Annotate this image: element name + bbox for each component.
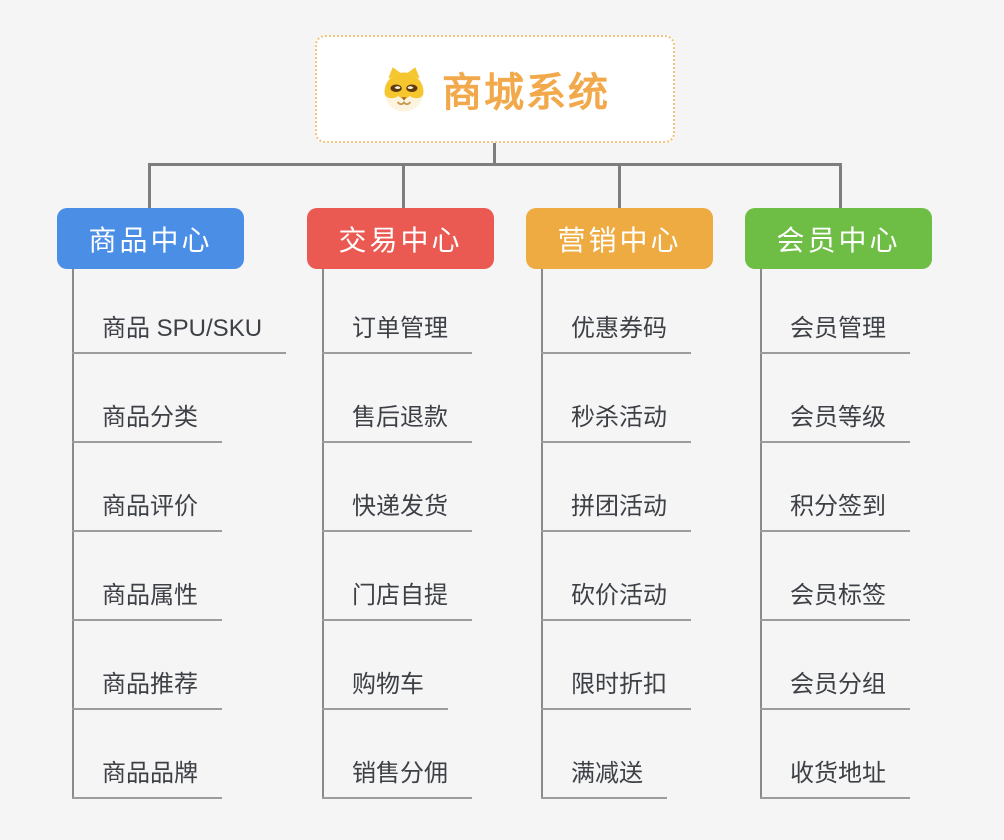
leaf-column-product: 商品 SPU/SKU 商品分类 商品评价 商品属性 商品推荐 商品品牌: [72, 265, 287, 799]
leaf-label: 购物车: [322, 664, 448, 710]
leaf-item[interactable]: 会员管理: [760, 265, 910, 354]
connector-drop-product: [148, 163, 151, 209]
leaf-item[interactable]: 商品推荐: [72, 621, 286, 710]
leaf-item[interactable]: 优惠券码: [541, 265, 691, 354]
leaf-label: 商品分类: [72, 397, 222, 443]
leaf-label: 商品品牌: [72, 753, 222, 799]
leaf-item[interactable]: 秒杀活动: [541, 354, 691, 443]
leaf-item[interactable]: 订单管理: [322, 265, 472, 354]
branch-node-member-center[interactable]: 会员中心: [745, 208, 932, 269]
branch-node-product-center[interactable]: 商品中心: [57, 208, 244, 269]
leaf-item[interactable]: 商品分类: [72, 354, 286, 443]
leaf-label: 会员标签: [760, 575, 910, 621]
root-node-title: 商城系统: [442, 71, 610, 115]
leaf-column-marketing: 优惠券码 秒杀活动 拼团活动 砍价活动 限时折扣 满减送: [541, 265, 691, 799]
leaf-item[interactable]: 购物车: [322, 621, 472, 710]
connector-trunk-product: [72, 269, 74, 799]
leaf-label: 快递发货: [322, 486, 472, 532]
leaf-item[interactable]: 商品评价: [72, 443, 286, 532]
leaf-label: 限时折扣: [541, 664, 691, 710]
leaf-item[interactable]: 快递发货: [322, 443, 472, 532]
leaf-label: 拼团活动: [541, 486, 691, 532]
connector-trunk-trade: [322, 269, 324, 799]
leaf-item[interactable]: 商品 SPU/SKU: [72, 265, 287, 354]
leaf-item[interactable]: 收货地址: [760, 710, 910, 799]
leaf-label: 会员分组: [760, 664, 910, 710]
leaf-label: 商品属性: [72, 575, 222, 621]
leaf-item[interactable]: 拼团活动: [541, 443, 691, 532]
leaf-item[interactable]: 售后退款: [322, 354, 472, 443]
leaf-item[interactable]: 门店自提: [322, 532, 472, 621]
leaf-label: 秒杀活动: [541, 397, 691, 443]
leaf-item[interactable]: 销售分佣: [322, 710, 472, 799]
leaf-item[interactable]: 满减送: [541, 710, 691, 799]
branch-node-marketing-center[interactable]: 营销中心: [526, 208, 713, 269]
connector-trunk-marketing: [541, 269, 543, 799]
leaf-item[interactable]: 砍价活动: [541, 532, 691, 621]
leaf-item[interactable]: 商品属性: [72, 532, 286, 621]
leaf-label: 订单管理: [322, 308, 472, 354]
root-node-mall-system[interactable]: 商城系统: [315, 35, 675, 143]
leaf-label: 商品 SPU/SKU: [72, 308, 287, 354]
leaf-item[interactable]: 积分签到: [760, 443, 910, 532]
leaf-label: 收货地址: [760, 753, 910, 799]
connector-drop-member: [839, 163, 842, 209]
leaf-label: 满减送: [541, 753, 667, 799]
branch-node-trade-center[interactable]: 交易中心: [307, 208, 494, 269]
leaf-label: 会员等级: [760, 397, 910, 443]
leaf-label: 积分签到: [760, 486, 910, 532]
connector-root-stem: [493, 142, 496, 166]
connector-drop-marketing: [618, 163, 621, 209]
leaf-label: 销售分佣: [322, 753, 472, 799]
connector-drop-trade: [402, 163, 405, 209]
branch-label: 营销中心: [557, 224, 682, 256]
leaf-item[interactable]: 商品品牌: [72, 710, 286, 799]
leaf-item[interactable]: 限时折扣: [541, 621, 691, 710]
branch-label: 交易中心: [338, 224, 463, 256]
leaf-item[interactable]: 会员标签: [760, 532, 910, 621]
leaf-column-member: 会员管理 会员等级 积分签到 会员标签 会员分组 收货地址: [760, 265, 910, 799]
leaf-label: 会员管理: [760, 308, 910, 354]
leaf-label: 商品评价: [72, 486, 222, 532]
dog-face-icon: [384, 67, 424, 112]
leaf-item[interactable]: 会员分组: [760, 621, 910, 710]
branch-label: 会员中心: [776, 224, 901, 256]
leaf-label: 优惠券码: [541, 308, 691, 354]
leaf-label: 砍价活动: [541, 575, 691, 621]
leaf-label: 门店自提: [322, 575, 472, 621]
leaf-label: 售后退款: [322, 397, 472, 443]
connector-trunk-member: [760, 269, 762, 799]
leaf-item[interactable]: 会员等级: [760, 354, 910, 443]
leaf-label: 商品推荐: [72, 664, 222, 710]
branch-label: 商品中心: [88, 224, 213, 256]
leaf-column-trade: 订单管理 售后退款 快递发货 门店自提 购物车 销售分佣: [322, 265, 472, 799]
connector-horizontal-bar: [148, 163, 842, 166]
